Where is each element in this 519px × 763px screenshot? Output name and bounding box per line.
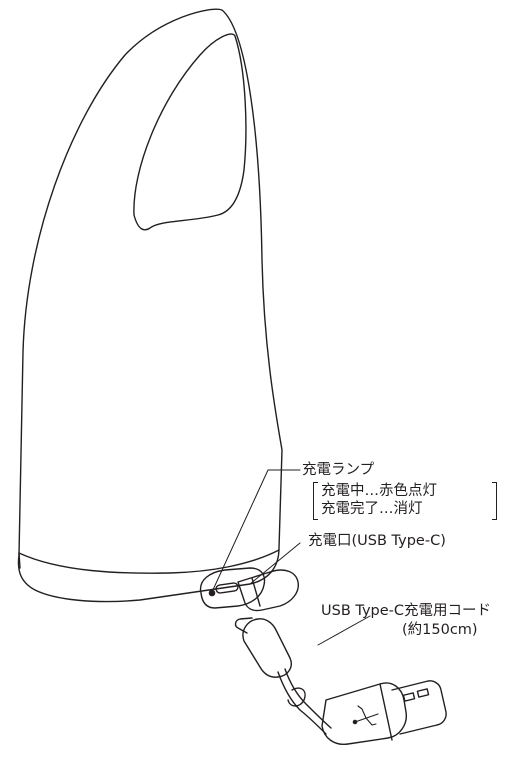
bracket-right (492, 482, 497, 520)
usb-a-slot-2 (416, 688, 430, 698)
lamp-done-label: 充電完了…消灯 (321, 501, 423, 517)
usb-symbol-icon (354, 705, 379, 726)
usb-symbol-dot (352, 719, 358, 725)
cord-length-label: (約150cm) (402, 622, 478, 638)
usbc-cable-head (242, 618, 292, 678)
lamp-title-label: 充電ランプ (302, 462, 375, 478)
usbc-cable-head-tip (234, 617, 253, 634)
cable-segment-2 (284, 668, 332, 729)
port-leader-line (249, 542, 301, 585)
lamp-status-bracket: 充電中…赤色点灯 充電完了…消灯 (313, 480, 497, 520)
usb-c-port (215, 582, 239, 594)
cable-segment (277, 671, 327, 735)
cord-label: USB Type-C充電用コード (321, 603, 492, 619)
plug-body (237, 569, 299, 612)
usb-a-plug-connector (391, 680, 447, 735)
handle-hole (133, 33, 247, 231)
lamp-charging-label: 充電中…赤色点灯 (321, 483, 437, 499)
port-label: 充電口(USB Type-C) (308, 533, 446, 549)
cable-coil (287, 687, 306, 707)
usb-a-plug-collar (379, 683, 393, 741)
bracket-left (313, 482, 318, 520)
lamp-leader-line (211, 469, 301, 593)
base-band-top (18, 549, 280, 574)
usb-a-plug-body (321, 682, 407, 745)
device-body-outline (17, 8, 283, 603)
base-band-inner (18, 552, 21, 569)
charging-lamp-icon (208, 589, 216, 597)
charging-port-recess (199, 567, 266, 609)
cord-leader-line (317, 615, 371, 646)
plug-ridge (251, 577, 261, 607)
usb-a-slot-1 (402, 692, 416, 702)
